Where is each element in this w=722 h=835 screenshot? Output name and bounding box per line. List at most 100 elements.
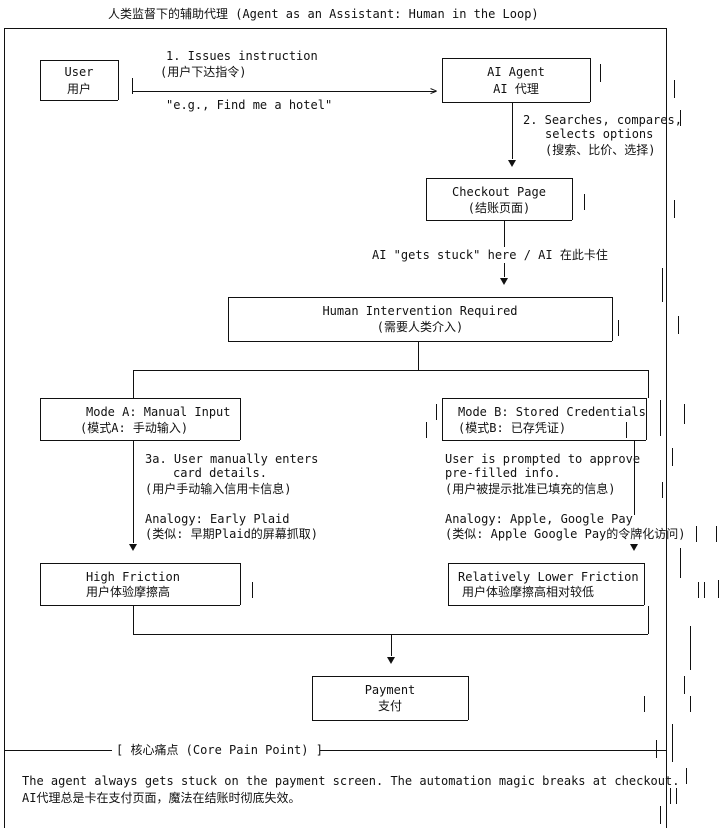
- stray-mark: [584, 194, 585, 210]
- user-node: User 用户: [40, 60, 119, 101]
- stray-mark: [132, 78, 133, 94]
- outer-frame-left: [4, 28, 5, 828]
- human-intervention-node: Human Intervention Required (需要人类介入): [228, 297, 613, 342]
- stray-mark: [656, 740, 657, 758]
- diagram-title: 人类监督下的辅助代理 (Agent as an Assistant: Human…: [108, 7, 539, 21]
- stray-mark: [704, 582, 705, 598]
- stray-mark: [716, 526, 717, 542]
- payment-left: [312, 676, 313, 720]
- high-friction-bottom: [40, 605, 240, 606]
- high-friction-node: High Friction 用户体验摩擦高: [40, 563, 241, 606]
- stray-mark: [426, 422, 427, 438]
- step1-label: 1. Issues instruction: [166, 49, 318, 63]
- path-b-arrow-head: [630, 544, 638, 551]
- stray-mark: [252, 582, 253, 598]
- stray-mark: [690, 626, 691, 670]
- stray-mark: [600, 64, 601, 82]
- human-node-top: [228, 297, 612, 298]
- human-label-zh: (需要人类介入): [376, 320, 464, 334]
- stray-mark: [626, 422, 627, 438]
- stuck-arrow-head: [500, 278, 508, 285]
- stray-mark: [660, 400, 661, 436]
- step3b-label-zh: (用户被提示批准已填充的信息): [445, 482, 616, 496]
- pain-point-text-zh: AI代理总是卡在支付页面，魔法在结账时彻底失效。: [22, 791, 301, 805]
- lower-friction-right: [644, 563, 645, 605]
- checkout-label-zh: (结账页面): [467, 201, 531, 215]
- high-friction-top: [40, 563, 240, 564]
- payment-node: Payment 支付: [312, 676, 469, 721]
- high-friction-label: High Friction: [86, 570, 180, 584]
- lower-friction-bottom: [448, 605, 644, 606]
- step3b-label-1: User is prompted to approve: [445, 452, 641, 466]
- path-b-line: [634, 441, 635, 515]
- step1-example: "e.g., Find me a hotel": [166, 98, 333, 112]
- human-node-left: [228, 297, 229, 341]
- user-label-zh: 用户: [66, 82, 91, 96]
- user-node-left: [40, 60, 41, 100]
- stray-mark: [618, 320, 619, 336]
- step3b-label-2: pre-filled info.: [445, 466, 561, 480]
- lower-friction-left: [448, 563, 449, 605]
- mode-b-node: Mode B: Stored Credentials (模式B: 已存凭证): [442, 398, 647, 441]
- step3a-label-1: 3a. User manually enters: [145, 452, 319, 466]
- mode-a-node: Mode A: Manual Input (模式A: 手动输入): [40, 398, 241, 441]
- path-a-line: [133, 441, 134, 543]
- branch-bar: [133, 370, 648, 371]
- user-node-right: [118, 60, 119, 100]
- mode-b-top: [442, 398, 646, 399]
- branch-stem: [418, 342, 419, 370]
- checkout-node: Checkout Page (结账页面): [426, 178, 573, 221]
- step3b-analogy: Analogy: Apple, Google Pay: [445, 512, 633, 526]
- ai-agent-node-left: [442, 58, 443, 102]
- step3b-analogy-zh: (类似: Apple Google Pay的令牌化访问): [445, 527, 686, 541]
- pain-point-label: [ 核心痛点 (Core Pain Point) ]: [116, 743, 323, 757]
- high-friction-label-zh: 用户体验摩擦高: [86, 585, 171, 599]
- stray-mark: [680, 110, 681, 126]
- ai-agent-node-top: [442, 58, 590, 59]
- stray-mark: [672, 724, 673, 762]
- stray-mark: [678, 316, 679, 334]
- stray-mark: [680, 548, 681, 578]
- payment-label-zh: 支付: [377, 699, 402, 713]
- stray-mark: [684, 676, 685, 694]
- stray-mark: [674, 200, 675, 218]
- branch-left-drop: [133, 370, 134, 398]
- lower-friction-node: Relatively Lower Friction 用户体验摩擦高相对较低: [448, 563, 645, 606]
- outer-frame-right: [666, 28, 667, 828]
- outer-frame-top: [4, 28, 666, 29]
- stray-mark: [718, 580, 719, 598]
- stray-mark: [698, 582, 699, 598]
- high-friction-right: [240, 563, 241, 605]
- stray-mark: [696, 526, 697, 542]
- branch-right-drop: [648, 370, 649, 398]
- checkout-label: Checkout Page: [452, 185, 546, 199]
- step2-label-1: 2. Searches, compares,: [523, 113, 682, 127]
- step3a-analogy: Analogy: Early Plaid: [145, 512, 290, 526]
- merge-left-up: [133, 606, 134, 634]
- step1-arrow-head: >: [430, 84, 438, 98]
- merge-bar: [133, 634, 648, 635]
- mode-b-bottom: [442, 440, 646, 441]
- ai-agent-node-right: [590, 58, 591, 102]
- human-node-right: [612, 297, 613, 341]
- human-node-bottom: [228, 341, 612, 342]
- step3a-label-zh: (用户手动输入信用卡信息): [145, 482, 292, 496]
- user-label: User: [64, 65, 94, 79]
- step3a-analogy-zh: (类似: 早期Plaid的屏幕抓取): [145, 527, 319, 541]
- payment-label: Payment: [364, 683, 416, 697]
- mode-b-left: [442, 398, 443, 440]
- lower-friction-label: Relatively Lower Friction: [458, 570, 639, 584]
- checkout-node-right: [572, 178, 573, 220]
- lower-friction-top: [448, 563, 644, 564]
- stray-mark: [662, 268, 663, 302]
- mode-a-label: Mode A: Manual Input: [86, 405, 231, 419]
- merge-stem: [391, 634, 392, 656]
- payment-bottom: [312, 720, 468, 721]
- stray-mark: [670, 788, 671, 804]
- ai-agent-label: AI Agent: [487, 65, 545, 79]
- merge-arrow-head: [387, 657, 395, 664]
- user-node-bottom: [40, 100, 118, 101]
- mode-a-bottom: [40, 440, 240, 441]
- mode-a-label-zh: (模式A: 手动输入): [80, 421, 189, 435]
- payment-top: [312, 676, 468, 677]
